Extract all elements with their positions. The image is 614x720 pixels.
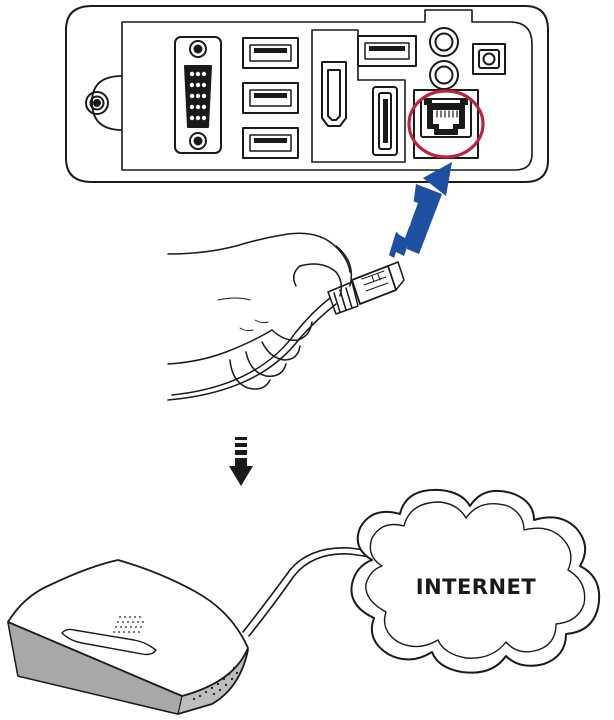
cloud-label: INTERNET (416, 575, 537, 599)
down-arrow-icon (229, 437, 253, 486)
vga-port (175, 37, 221, 153)
hand-holding-ethernet-cable (168, 233, 404, 400)
audio-jack-2 (430, 61, 458, 89)
hdmi-port (322, 62, 346, 126)
insert-arrow-icon (389, 162, 452, 258)
internet-cloud: INTERNET (351, 490, 599, 673)
usb-port-4 (358, 36, 416, 66)
ethernet-port (414, 90, 478, 158)
esata-port (373, 87, 397, 155)
usb-port-1 (243, 38, 298, 68)
hdmi-bracket (312, 30, 358, 162)
screw-knob (86, 76, 122, 130)
audio-jack-1 (430, 28, 458, 56)
panel-outer-shell (66, 6, 548, 182)
rear-io-panel (66, 6, 548, 182)
usb-port-3 (243, 128, 298, 158)
usb-port-2 (243, 83, 298, 113)
modem-router (8, 560, 248, 714)
optical-port (473, 44, 505, 74)
